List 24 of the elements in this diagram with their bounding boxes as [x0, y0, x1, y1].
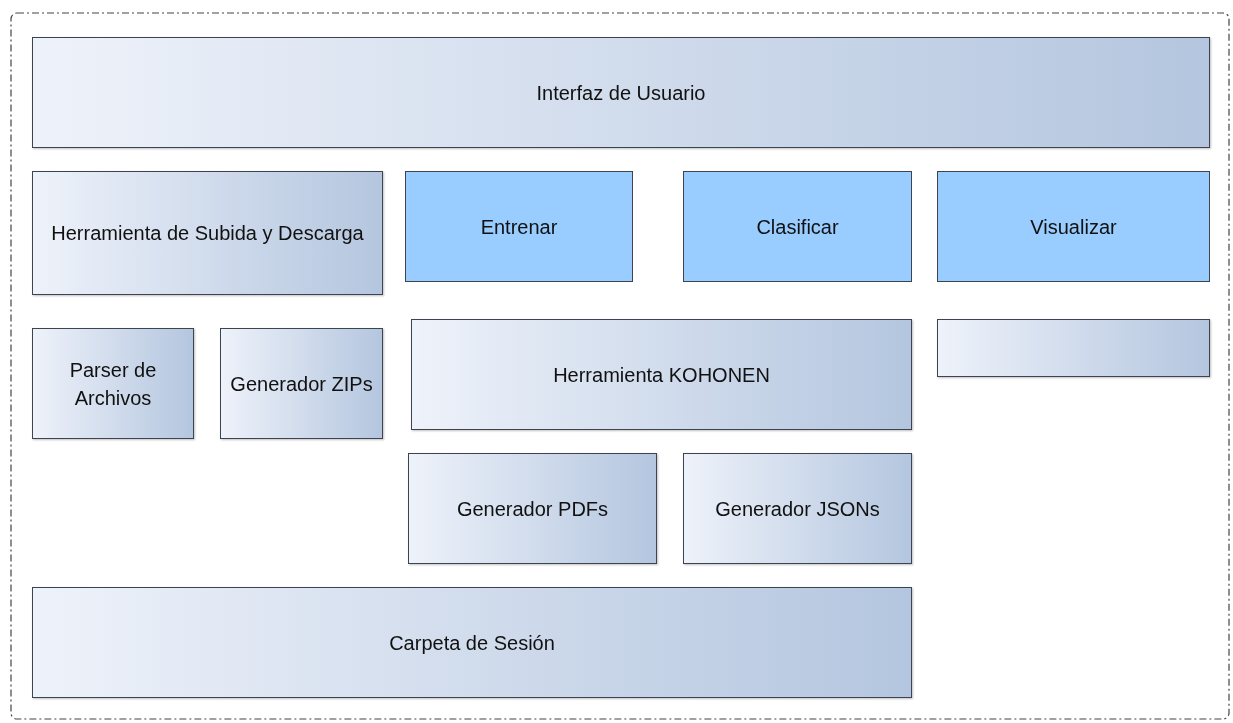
component-label: Generador JSONs — [714, 496, 881, 522]
dashed-boundary — [10, 12, 1230, 720]
component-label: Parser de Archivos — [68, 357, 158, 411]
component-box — [405, 171, 633, 282]
component-box — [937, 171, 1210, 282]
component-box — [937, 319, 1210, 377]
component-box — [32, 587, 912, 698]
component-label: Carpeta de Sesión — [388, 630, 556, 656]
component-box — [683, 453, 912, 564]
component-label: Herramienta KOHONEN — [552, 362, 771, 388]
component-label: Generador ZIPs — [229, 371, 374, 397]
component-box — [32, 171, 383, 295]
component-label: Clasificar — [755, 214, 840, 240]
component-label: Herramienta de Subida y Descarga — [50, 221, 365, 246]
component-label: Generador PDFs — [455, 496, 610, 522]
component-label: Visualizar — [1029, 214, 1118, 240]
component-box — [32, 37, 1210, 148]
component-box — [408, 453, 657, 564]
component-label: Entrenar — [479, 214, 559, 240]
component-box — [411, 319, 912, 430]
component-label: Interfaz de Usuario — [535, 80, 707, 106]
component-box — [683, 171, 912, 282]
component-box — [32, 328, 194, 439]
component-box — [220, 328, 383, 439]
